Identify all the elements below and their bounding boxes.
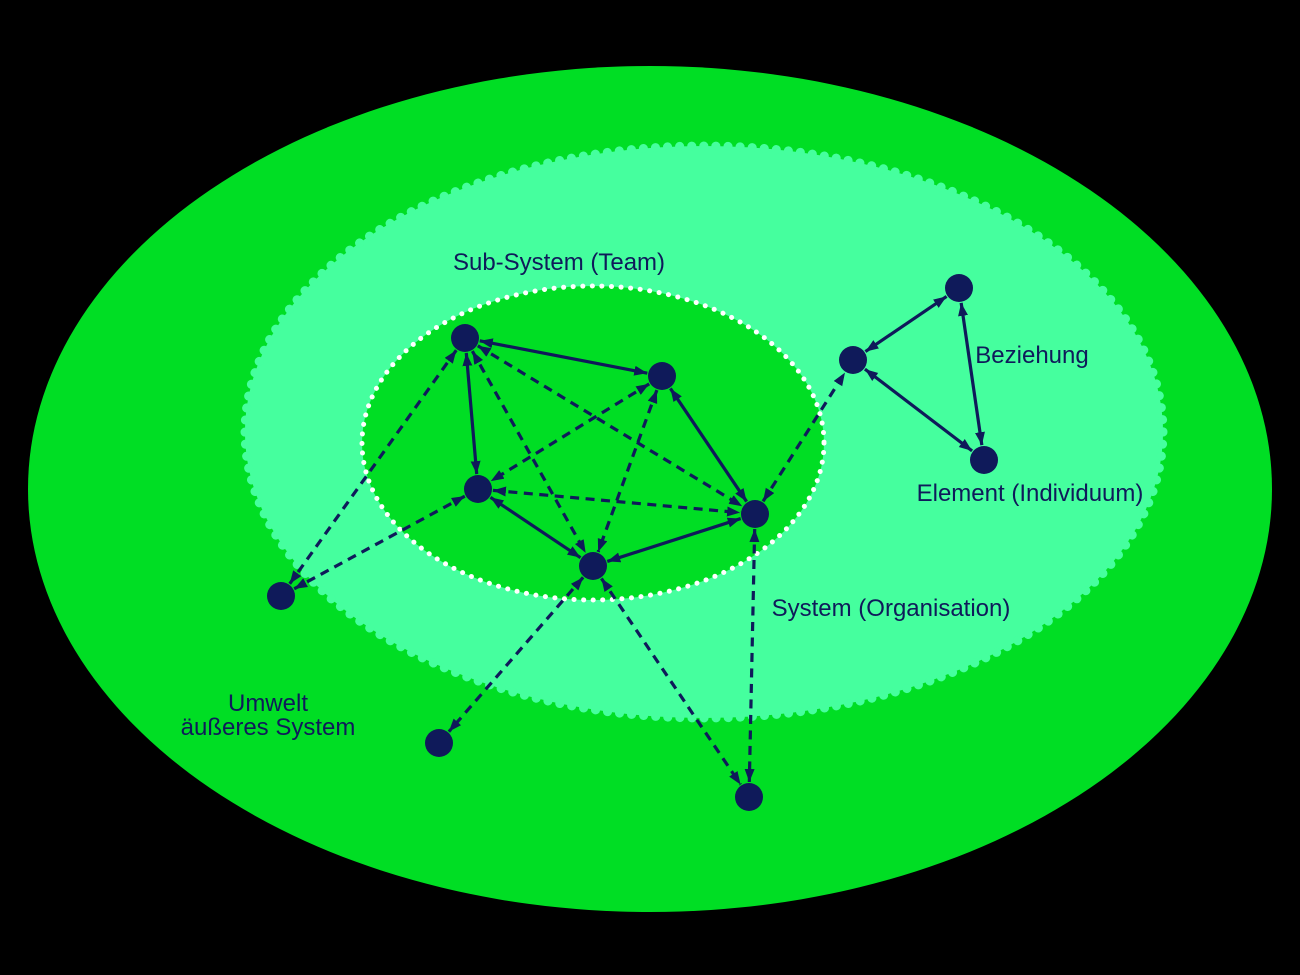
relation-arrow-F-G-solid xyxy=(864,295,948,353)
node-layer xyxy=(267,274,998,811)
organisation-node-2 xyxy=(945,274,973,302)
element-individuum-node xyxy=(970,446,998,474)
umwelt-aeusseres-system-label-line-1: Umwelt xyxy=(228,690,308,717)
team-member-node-3 xyxy=(464,475,492,503)
beziehung-label: Beziehung xyxy=(975,342,1088,369)
subsystem-team-label-line-1: Sub-System (Team) xyxy=(453,249,665,276)
relation-arrow-C-L-dashed xyxy=(293,494,466,591)
team-member-node-5 xyxy=(741,500,769,528)
team-member-node-4 xyxy=(579,552,607,580)
relation-arrow-F-H-solid xyxy=(863,367,974,453)
relation-arrow-B-D-dashed xyxy=(596,389,659,553)
element-individuum-label: Element (Individuum) xyxy=(917,480,1144,507)
umwelt-node-left xyxy=(267,582,295,610)
organisation-node-1 xyxy=(839,346,867,374)
relation-arrow-A-E-dashed xyxy=(476,344,744,508)
edge-layer xyxy=(288,295,985,786)
subsystem-team-label: Sub-System (Team) xyxy=(453,249,665,276)
umwelt-node-bottom-center xyxy=(735,783,763,811)
beziehung-label-line-1: Beziehung xyxy=(975,342,1088,369)
team-member-node-1 xyxy=(451,324,479,352)
relation-arrow-C-E-dashed xyxy=(492,486,741,517)
relation-arrow-D-N-dashed xyxy=(600,577,742,786)
umwelt-aeusseres-system-label-line-2: äußeres System xyxy=(181,714,356,741)
element-individuum-label-line-1: Element (Individuum) xyxy=(917,480,1144,507)
team-member-node-2 xyxy=(648,362,676,390)
system-organisation-label-line-1: System (Organisation) xyxy=(772,595,1011,622)
umwelt-node-bottom-left xyxy=(425,729,453,757)
relation-arrow-E-F-dashed xyxy=(761,371,847,503)
relation-arrow-D-E-solid xyxy=(606,517,742,563)
relation-arrow-E-N-dashed xyxy=(744,528,760,783)
relation-arrow-D-M-dashed xyxy=(447,576,585,733)
system-organisation-label: System (Organisation) xyxy=(772,595,1011,622)
